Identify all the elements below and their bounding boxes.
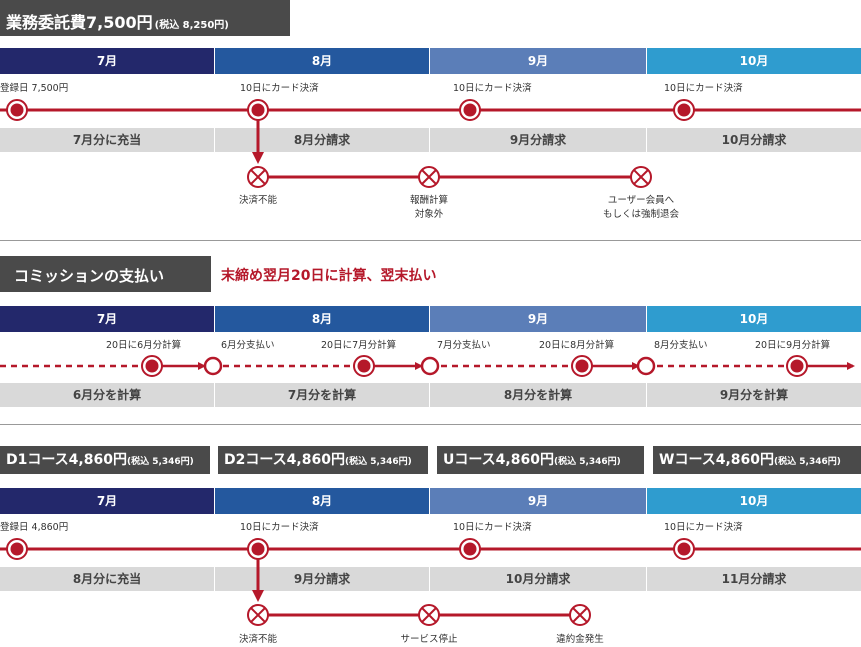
s3-x-icon-penalty [569,604,591,626]
section2-title: コミッションの支払い [14,267,165,285]
s2-event-calc-sep: 20日に9月分計算 [755,340,831,351]
s1-failure-withdraw-2: もしくは強制退会 [602,209,680,220]
s3-node-sep [459,538,481,560]
s2-event-pay-jul: 7月分支払い [437,340,491,351]
s1-billing-oct: 10月分請求 [647,128,861,152]
s2-node-calc-sep [786,355,808,377]
s3-month-aug: 8月 [215,488,429,514]
s2-event-calc-jun: 20日に6月分計算 [106,340,182,351]
course-u-name: Uコース4,860円 [443,452,554,468]
course-d1: D1コース4,860円(税込 5,346円) [0,446,210,474]
s1-event-oct-payment: 10日にカード決済 [664,83,743,94]
s1-node-oct [673,99,695,121]
s3-node-aug [247,538,269,560]
s2-calc-jun: 6月分を計算 [0,383,214,407]
s2-event-pay-aug: 8月分支払い [654,340,708,351]
s2-node-pay-jul [420,356,440,376]
s3-failure-suspend: サービス停止 [400,634,458,645]
course-d2-tax: (税込 5,346円) [344,457,412,467]
s3-billing-sep: 10月分請求 [430,567,646,591]
s2-month-jul: 7月 [0,306,214,332]
section2-title-box: コミッションの支払い [0,256,211,292]
s1-month-aug: 8月 [215,48,429,74]
section1-title-tax: (税込 8,250円) [154,20,229,31]
s2-calc-sep: 9月分を計算 [647,383,861,407]
s3-event-aug-payment: 10日にカード決済 [240,522,319,533]
course-w-tax: (税込 5,346円) [774,457,841,467]
course-d1-tax: (税込 5,346円) [126,457,194,467]
section2-divider [0,424,861,425]
s3-node-register [6,538,28,560]
s1-failure-excluded-1: 報酬計算 [409,195,449,206]
s3-x-icon-decline [247,604,269,626]
s3-month-oct: 10月 [647,488,861,514]
s1-billing-jul: 7月分に充当 [0,128,214,152]
s1-node-register [6,99,28,121]
s2-node-pay-aug [636,356,656,376]
s1-month-oct: 10月 [647,48,861,74]
s1-node-sep [459,99,481,121]
s3-x-icon-suspend [418,604,440,626]
s1-event-register: 登録日 7,500円 [0,83,69,94]
course-d1-name: D1コース4,860円 [6,452,127,468]
s1-billing-aug: 8月分請求 [215,128,429,152]
course-u-tax: (税込 5,346円) [553,457,621,467]
s2-month-aug: 8月 [215,306,429,332]
s1-billing-sep: 9月分請求 [430,128,646,152]
s1-failure-decline: 決済不能 [238,195,278,206]
s1-failure-withdraw-1: ユーザー会員へ [607,195,675,206]
course-d2-name: D2コース4,860円 [224,452,345,468]
s2-month-oct: 10月 [647,306,861,332]
s2-calc-aug: 8月分を計算 [430,383,646,407]
section1-title: 業務委託費7,500円 [6,13,153,32]
s2-event-calc-aug: 20日に8月分計算 [539,340,615,351]
s2-event-pay-jun: 6月分支払い [221,340,275,351]
s3-month-sep: 9月 [430,488,646,514]
s3-node-oct [673,538,695,560]
course-w-name: Wコース4,860円 [659,452,775,468]
course-w: Wコース4,860円(税込 5,346円) [653,446,861,474]
s3-failure-penalty: 違約金発生 [556,634,604,645]
s2-calc-jul: 7月分を計算 [215,383,429,407]
s3-month-jul: 7月 [0,488,214,514]
course-u: Uコース4,860円(税込 5,346円) [437,446,644,474]
s2-node-calc-aug [571,355,593,377]
s3-billing-jul: 8月分に充当 [0,567,214,591]
section1-title-box: 業務委託費7,500円 (税込 8,250円) [0,0,290,36]
s2-node-pay-jun [203,356,223,376]
s1-event-sep-payment: 10日にカード決済 [453,83,532,94]
s1-x-icon-decline [247,166,269,188]
s1-node-aug [247,99,269,121]
section1-divider [0,240,861,241]
s3-event-oct-payment: 10日にカード決済 [664,522,743,533]
s3-billing-aug: 9月分請求 [215,567,429,591]
s2-month-sep: 9月 [430,306,646,332]
section2-note: 末締め翌月20日に計算、翌末払い [221,268,437,284]
s1-failure-excluded-2: 対象外 [414,209,444,220]
s3-billing-oct: 11月分請求 [647,567,861,591]
s2-node-calc-jul [353,355,375,377]
s1-month-jul: 7月 [0,48,214,74]
s1-month-sep: 9月 [430,48,646,74]
s3-event-register: 登録日 4,860円 [0,522,69,533]
s3-failure-decline: 決済不能 [238,634,278,645]
s2-node-calc-jun [141,355,163,377]
s1-event-aug-payment: 10日にカード決済 [240,83,319,94]
s1-x-icon-excluded [418,166,440,188]
s1-x-icon-withdraw [630,166,652,188]
course-d2: D2コース4,860円(税込 5,346円) [218,446,428,474]
s3-event-sep-payment: 10日にカード決済 [453,522,532,533]
s2-event-calc-jul: 20日に7月分計算 [321,340,397,351]
